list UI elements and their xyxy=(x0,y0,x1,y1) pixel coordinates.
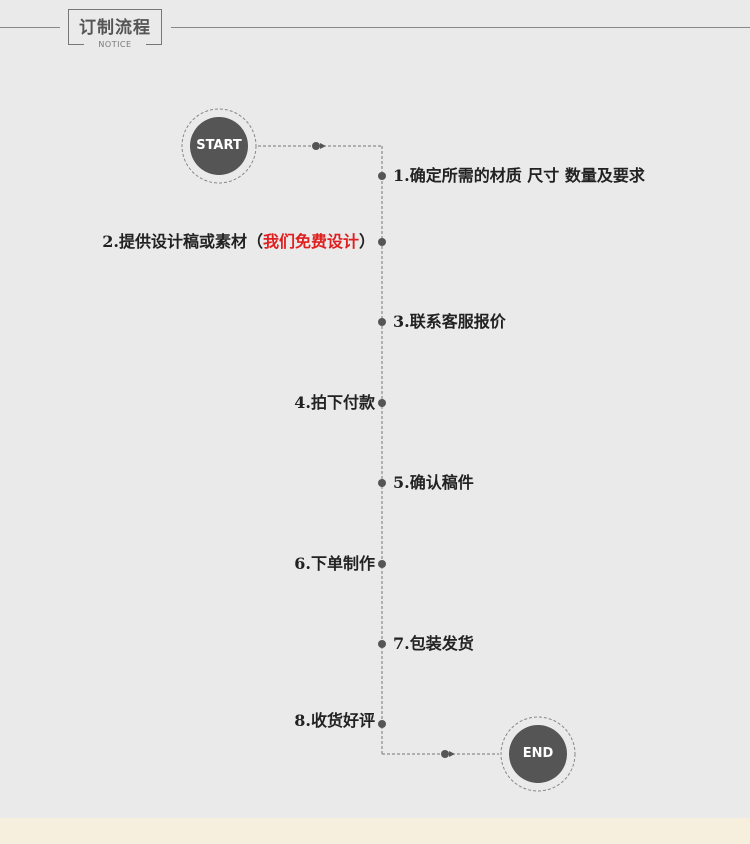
step-dot xyxy=(378,172,386,180)
step-1: 1.确定所需的材质 尺寸 数量及要求 xyxy=(393,166,645,185)
end-node xyxy=(509,725,567,783)
end-arrow-icon xyxy=(449,751,455,757)
step-dot xyxy=(378,238,386,246)
step-2-suffix: ） xyxy=(358,232,375,251)
step-2-highlight: 我们免费设计 xyxy=(262,232,359,251)
step-dot xyxy=(378,318,386,326)
section-subtitle: NOTICE xyxy=(84,40,146,49)
step-dot xyxy=(378,399,386,407)
step-dot xyxy=(378,640,386,648)
start-arrow-icon xyxy=(320,143,326,149)
step-5: 5.确认稿件 xyxy=(393,473,474,492)
step-dot xyxy=(378,720,386,728)
step-2: 2.提供设计稿或素材（我们免费设计） xyxy=(102,232,375,252)
start-node-ring xyxy=(181,108,257,184)
header-line-left xyxy=(0,27,60,28)
end-label: END xyxy=(522,746,554,761)
step-6: 6.下单制作 xyxy=(294,554,375,573)
start-label: START xyxy=(196,138,242,153)
step-dot xyxy=(378,560,386,568)
step-3: 3.联系客服报价 xyxy=(393,312,506,331)
step-2-label: 2.提供设计稿或素材（ xyxy=(102,232,263,251)
footer-bar xyxy=(0,818,750,844)
step-7: 7.包装发货 xyxy=(393,634,474,653)
end-arrow-dot xyxy=(441,750,449,758)
section-title: 订制流程 xyxy=(79,18,151,38)
start-node xyxy=(190,117,248,175)
start-arrow-dot xyxy=(312,142,320,150)
step-dot xyxy=(378,479,386,487)
step-4: 4.拍下付款 xyxy=(294,393,375,412)
header-line-right xyxy=(171,27,750,28)
end-node-ring xyxy=(500,716,576,792)
step-8: 8.收货好评 xyxy=(294,711,375,730)
section-title-box: 订制流程 NOTICE xyxy=(68,9,162,49)
